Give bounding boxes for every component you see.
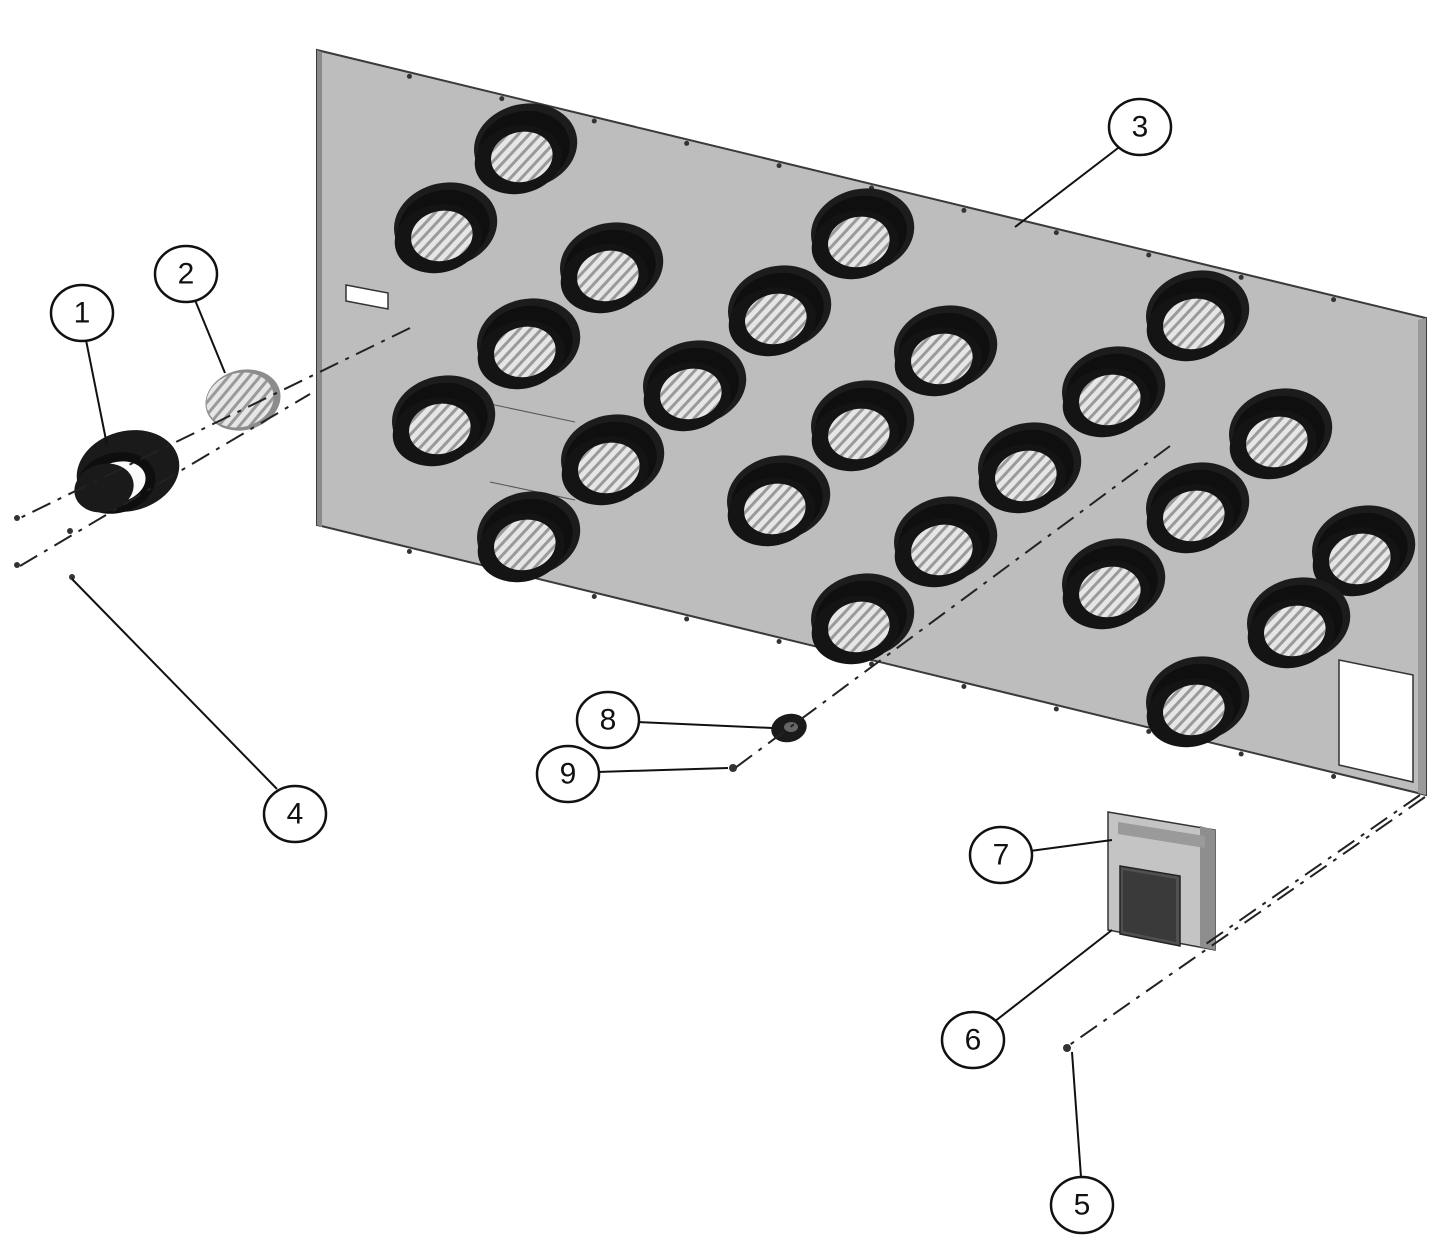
lamp-hood xyxy=(811,573,915,665)
lamp-lens xyxy=(911,333,973,385)
callout-label-2: 2 xyxy=(178,258,195,291)
lamp-lens xyxy=(828,408,890,460)
lamp-hood xyxy=(392,375,496,467)
lamp-lens xyxy=(409,403,471,455)
panel-large-cutout xyxy=(1338,659,1414,783)
lamp-array xyxy=(392,103,1416,748)
lamp-hood xyxy=(1146,270,1250,362)
callout-label-1: 1 xyxy=(74,297,91,330)
lamp-lens xyxy=(1079,374,1141,426)
lens-part xyxy=(205,369,281,431)
lamp-hood xyxy=(477,491,581,583)
fastener-parts xyxy=(14,515,75,580)
panel-small-cutout xyxy=(345,284,389,310)
callout-group: 1 2 3 4 5 6 7 8 xyxy=(49,97,1173,1235)
lamp-hood xyxy=(727,455,831,547)
lamp-hood xyxy=(560,222,664,314)
lamp-lens xyxy=(1163,298,1225,350)
lamp-lens xyxy=(744,483,806,535)
callout-label-3: 3 xyxy=(1132,111,1149,144)
callout-label-7: 7 xyxy=(993,839,1010,872)
lamp-lens xyxy=(1246,416,1308,468)
leader-line-1 xyxy=(85,339,108,446)
callout-6: 6 xyxy=(940,1010,1006,1070)
callout-3: 3 xyxy=(1107,97,1173,157)
leader-line-2 xyxy=(194,299,226,374)
lamp-lens xyxy=(577,250,639,302)
lamp-hood xyxy=(394,182,498,274)
lamp-hood xyxy=(811,188,915,280)
lamp-lens xyxy=(1329,533,1391,585)
lamp-lens xyxy=(660,368,722,420)
lamp-lens xyxy=(1163,490,1225,542)
leader-line-5 xyxy=(1071,1051,1082,1178)
lamp-hood xyxy=(1146,462,1250,554)
lamp-lens xyxy=(828,601,890,653)
callout-4: 4 xyxy=(262,784,328,844)
lamp-lens xyxy=(491,131,553,183)
panel-right-edge xyxy=(1418,318,1426,795)
panel-guide-line xyxy=(489,403,576,423)
controller-box xyxy=(1107,811,1216,951)
lamp-lens xyxy=(828,216,890,268)
lamp-hood xyxy=(811,380,915,472)
lamp-lens xyxy=(494,326,556,378)
panel-guide-line xyxy=(489,481,576,501)
lamp-hood xyxy=(1146,656,1250,748)
lamp-hood xyxy=(1062,346,1166,438)
callout-label-6: 6 xyxy=(965,1024,982,1057)
panel-edge-shadow xyxy=(317,50,322,527)
lamp-hood xyxy=(1229,388,1333,480)
lamp-lens xyxy=(1079,566,1141,618)
lamp-hood xyxy=(978,422,1082,514)
lamp-hood xyxy=(474,103,578,195)
lamp-hood xyxy=(477,298,581,390)
lamp-lens xyxy=(494,519,556,571)
callout-8: 8 xyxy=(575,690,641,750)
leader-line-3 xyxy=(1014,144,1123,228)
lamp-lens xyxy=(1264,605,1326,657)
callout-9: 9 xyxy=(535,744,601,804)
callout-label-9: 9 xyxy=(560,758,577,791)
assembly-lines xyxy=(19,327,1426,1047)
lamp-hood xyxy=(1062,538,1166,630)
lamp-hood xyxy=(728,265,832,357)
callout-label-8: 8 xyxy=(600,704,617,737)
screw-part xyxy=(729,764,737,772)
callout-2: 2 xyxy=(153,244,219,304)
lamp-lens xyxy=(745,293,807,345)
lamp-hood xyxy=(894,305,998,397)
leader-line-9 xyxy=(596,767,729,773)
callout-label-5: 5 xyxy=(1074,1189,1091,1222)
lamp-lens xyxy=(411,210,473,262)
lamp-hood xyxy=(561,414,665,506)
lamp-hood xyxy=(1247,577,1351,669)
lamp-lens xyxy=(1163,684,1225,736)
lamp-hood xyxy=(894,496,998,588)
panel-mounting-holes xyxy=(406,73,1337,779)
lamp-hood xyxy=(1312,505,1416,597)
lamp-lens xyxy=(995,450,1057,502)
hood-part xyxy=(74,430,180,514)
leader-line-6 xyxy=(993,929,1113,1023)
lamp-lens xyxy=(911,524,973,576)
callout-1: 1 xyxy=(49,283,115,343)
callout-label-4: 4 xyxy=(287,798,304,831)
callout-5: 5 xyxy=(1049,1175,1115,1235)
leader-line-4 xyxy=(71,578,278,790)
lamp-lens xyxy=(578,442,640,494)
callout-7: 7 xyxy=(968,825,1034,885)
leader-line-7 xyxy=(1029,839,1113,852)
grommet-part xyxy=(771,713,807,743)
lamp-hood xyxy=(643,340,747,432)
screw-part-5 xyxy=(1063,1044,1071,1052)
leader-line-8 xyxy=(636,721,773,729)
